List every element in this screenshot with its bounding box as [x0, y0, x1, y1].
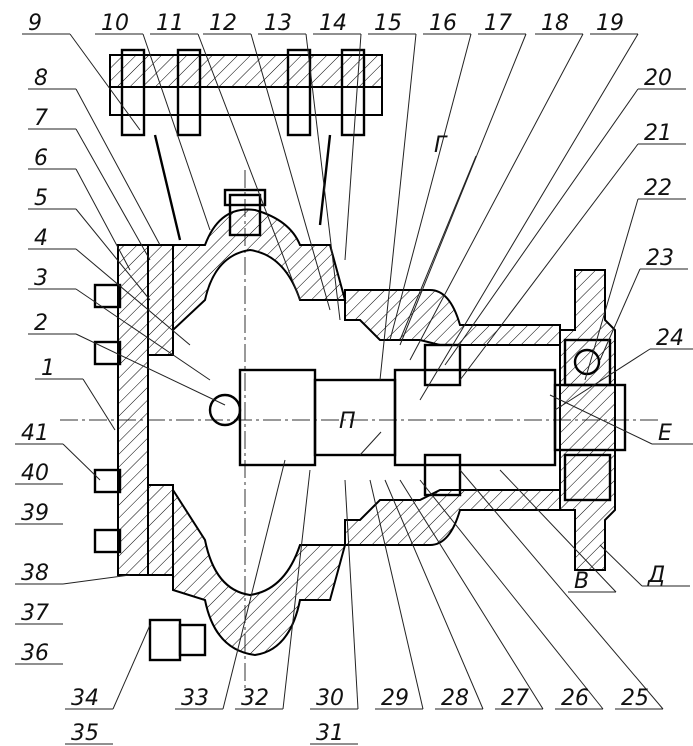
- leader-line: [399, 33, 527, 346]
- leader-line: [82, 378, 116, 431]
- leader-line: [344, 479, 359, 710]
- callout-c5: 5: [34, 186, 48, 211]
- leader-line: [399, 155, 477, 341]
- callout-c21: 21: [644, 121, 672, 146]
- pump-casing: [148, 188, 347, 662]
- callout-c17: 17: [484, 11, 512, 36]
- callout-c11: 11: [156, 11, 184, 36]
- callout-c35: 35: [71, 721, 99, 746]
- leader-line: [599, 268, 641, 361]
- leader-line: [250, 33, 331, 311]
- leader-line: [75, 208, 151, 301]
- leader-line: [197, 33, 301, 301]
- callout-c22: 22: [644, 176, 672, 201]
- callout-c15: 15: [374, 11, 402, 36]
- callout-G: Г: [434, 133, 448, 158]
- leader-line: [112, 624, 151, 710]
- leader-line: [75, 168, 131, 271]
- callout-c28: 28: [441, 686, 469, 711]
- callout-E: Е: [658, 421, 672, 446]
- leader-line: [389, 33, 472, 341]
- leader-line: [75, 288, 211, 381]
- callout-c36: 36: [21, 641, 49, 666]
- callout-c20: 20: [644, 66, 672, 91]
- callout-c3: 3: [34, 266, 48, 291]
- callout-c7: 7: [34, 106, 48, 131]
- callout-c18: 18: [541, 11, 569, 36]
- leader-line: [549, 394, 653, 445]
- leader-line: [399, 479, 544, 710]
- leader-line: [369, 479, 424, 710]
- callout-c38: 38: [21, 561, 49, 586]
- leader-line: [75, 333, 226, 406]
- callout-c31: 31: [316, 721, 344, 746]
- callout-c9: 9: [28, 11, 42, 36]
- top-flange: [109, 48, 383, 241]
- leader-line: [379, 33, 417, 381]
- callout-c23: 23: [646, 246, 674, 271]
- callout-c24: 24: [656, 326, 684, 351]
- callout-c12: 12: [209, 11, 237, 36]
- leader-line: [359, 431, 382, 456]
- callout-c29: 29: [381, 686, 409, 711]
- leader-line: [75, 128, 151, 261]
- leader-line: [62, 574, 131, 585]
- callout-c40: 40: [21, 461, 49, 486]
- leader-line: [142, 33, 211, 231]
- callout-c16: 16: [429, 11, 457, 36]
- bearing-housing: [344, 269, 616, 571]
- callout-c39: 39: [21, 501, 49, 526]
- leader-line: [409, 33, 584, 361]
- leader-line: [282, 469, 311, 710]
- leader-line: [459, 469, 664, 710]
- callout-c37: 37: [21, 601, 49, 626]
- leader-line: [305, 33, 341, 321]
- callout-P: П: [339, 409, 356, 434]
- leader-line: [444, 88, 639, 366]
- leader-line: [75, 248, 191, 346]
- callout-c33: 33: [181, 686, 209, 711]
- callout-D: Д: [647, 563, 665, 588]
- callout-c32: 32: [241, 686, 269, 711]
- callout-c25: 25: [621, 686, 649, 711]
- callout-c1: 1: [41, 356, 55, 381]
- leader-line: [419, 33, 639, 401]
- callout-c30: 30: [316, 686, 344, 711]
- leader-line: [384, 479, 484, 710]
- callout-c6: 6: [34, 146, 48, 171]
- leader-line: [419, 479, 604, 710]
- leader-line: [222, 459, 286, 710]
- callout-c10: 10: [101, 11, 129, 36]
- callout-c8: 8: [34, 66, 48, 91]
- leader-lines: [15, 33, 693, 745]
- callout-c13: 13: [264, 11, 292, 36]
- callout-c26: 26: [561, 686, 589, 711]
- leader-line: [599, 544, 643, 587]
- callout-c4: 4: [34, 226, 48, 251]
- leader-line: [344, 33, 362, 261]
- leader-line: [69, 33, 141, 131]
- leader-line: [554, 348, 651, 411]
- callout-c2: 2: [34, 311, 48, 336]
- leader-line: [62, 443, 101, 481]
- callout-c34: 34: [71, 686, 99, 711]
- leader-line: [584, 198, 639, 381]
- callout-c41: 41: [21, 421, 49, 446]
- callout-c19: 19: [596, 11, 624, 36]
- leader-line: [499, 469, 617, 593]
- callout-V: В: [574, 569, 589, 594]
- leader-line: [75, 88, 161, 246]
- leader-line: [459, 143, 639, 381]
- callout-c27: 27: [501, 686, 529, 711]
- pump-cover: [93, 244, 174, 576]
- callout-c14: 14: [319, 11, 347, 36]
